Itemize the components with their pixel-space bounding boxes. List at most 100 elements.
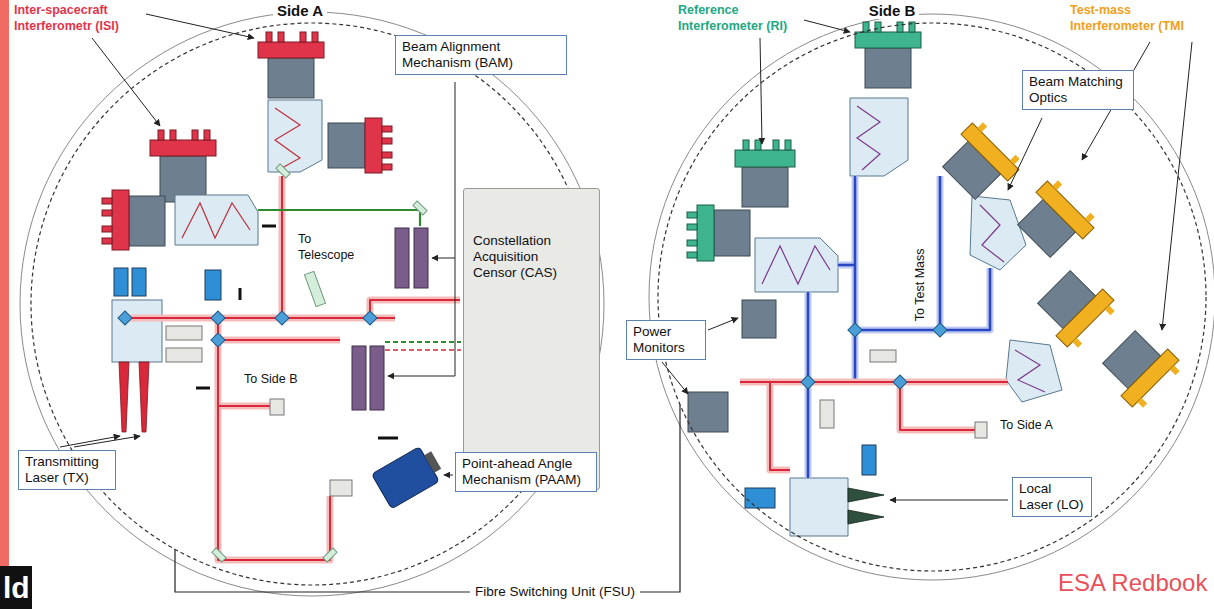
laser-beam <box>900 382 975 430</box>
laser-beam-glow <box>125 176 460 560</box>
isi-photoreceiver <box>258 42 324 58</box>
beam-alignment-mechanism <box>352 346 366 410</box>
internal-beam <box>275 108 300 168</box>
fibre-connector <box>848 488 884 524</box>
beam-destination: To Side B <box>244 372 298 388</box>
region-heading: Side B <box>865 2 920 19</box>
beam-alignment-mechanism <box>352 228 428 410</box>
photoreceiver-block <box>129 196 165 246</box>
optical-bench <box>755 98 1062 536</box>
laser-source <box>132 268 146 296</box>
paam-actuator <box>372 443 447 509</box>
tmi-photoreceiver <box>1052 180 1062 190</box>
mirror <box>304 271 325 306</box>
isi-photoreceiver <box>300 32 306 42</box>
acquisition-beam <box>258 210 420 226</box>
isi-photoreceiver <box>102 238 112 244</box>
photoreceiver-block <box>688 48 911 432</box>
callout-text: Point-ahead Angle Mechanism (PAAM) <box>462 456 590 488</box>
laser-beam-glow <box>218 337 340 344</box>
link-label: Fibre Switching Unit (FSU) <box>470 584 640 600</box>
local-beam <box>808 176 990 478</box>
tmi-photoreceiver <box>1036 181 1094 239</box>
leader-line <box>60 436 120 447</box>
beam-dump <box>262 225 276 228</box>
optical-bench <box>790 478 848 536</box>
beam-splitter <box>848 323 862 337</box>
callout-box: Power Monitors <box>626 320 706 360</box>
beam-dump <box>239 288 242 300</box>
ri-photoreceiver <box>687 252 697 258</box>
callout-box: Transmitting Laser (TX) <box>18 450 116 490</box>
beam-dump <box>196 387 210 390</box>
laser-beam <box>281 176 283 318</box>
beam-alignment-mechanism <box>370 346 384 410</box>
isi-photoreceiver <box>102 32 392 250</box>
optical-bench <box>755 238 838 292</box>
fibre-connector <box>119 362 129 432</box>
internal-beam <box>182 203 250 238</box>
leader-line <box>388 376 455 377</box>
tmi-photoreceiver <box>1170 365 1180 375</box>
isi-photoreceiver <box>192 130 198 140</box>
beam-destination: To Telescope <box>298 232 360 263</box>
beam-splitter <box>211 311 225 325</box>
laser-beam <box>218 339 340 341</box>
tmi-photoreceiver <box>977 122 987 132</box>
mirror <box>212 548 226 562</box>
optical-component <box>166 326 202 340</box>
tmi-photoreceiver <box>1121 349 1179 407</box>
beam-destination: To Side A <box>1000 418 1053 434</box>
leader-line <box>1008 118 1042 190</box>
leader-line <box>74 436 140 447</box>
callout-box: Local Laser (LO) <box>1012 477 1092 517</box>
photoreceiver-block <box>714 210 750 256</box>
fibre-connector <box>119 362 149 432</box>
mirror <box>413 201 427 215</box>
optical-component <box>820 350 987 438</box>
internal-beam <box>980 205 1004 262</box>
optical-bench <box>970 196 1026 270</box>
leader-line <box>146 14 254 38</box>
photoreceiver-block <box>688 392 728 432</box>
callout-text: Power Monitors <box>633 324 699 356</box>
callout-box: Beam Alignment Mechanism (BAM) <box>395 35 567 75</box>
callout-box: Beam Matching Optics <box>1022 70 1134 110</box>
beam-dump <box>196 226 398 438</box>
ri-photoreceiver <box>785 140 791 150</box>
ri-photoreceiver <box>687 224 697 230</box>
beam-splitter <box>801 375 815 389</box>
callout-box: Point-ahead Angle Mechanism (PAAM) <box>455 452 597 492</box>
ri-photoreceiver <box>687 22 921 261</box>
laser-beam <box>740 381 1008 383</box>
laser-beam-glow <box>770 382 790 470</box>
beam-splitter <box>363 311 377 325</box>
callout-text: Beam Matching Optics <box>1029 74 1127 106</box>
callout-text: Beam Alignment Mechanism (BAM) <box>402 39 560 71</box>
optical-component <box>975 422 987 438</box>
ri-photoreceiver <box>687 240 697 246</box>
tmi-photoreceiver <box>1031 264 1120 353</box>
beam-splitter <box>275 311 289 325</box>
internal-beam <box>857 106 880 170</box>
beam-dump <box>378 437 398 440</box>
outer-ring <box>20 12 604 596</box>
laser-beam <box>218 318 330 560</box>
ri-photoreceiver <box>897 22 903 32</box>
internal-beam <box>762 106 1045 392</box>
optical-bench <box>112 300 162 362</box>
isi-photoreceiver <box>102 198 112 204</box>
tmi-photoreceiver <box>1105 305 1115 315</box>
leader-line <box>708 318 738 330</box>
acquisition-beam <box>385 341 461 343</box>
photoreceiver-block <box>129 58 365 246</box>
laser-source <box>114 268 221 300</box>
laser-source <box>205 270 221 300</box>
ri-photoreceiver <box>743 140 749 150</box>
acquisition-beam <box>258 210 461 342</box>
tmi-photoreceiver <box>1072 338 1082 348</box>
ri-photoreceiver <box>773 140 779 150</box>
isi-photoreceiver <box>382 126 392 132</box>
section-title: Test-mass Interferometer (TMI <box>1070 3 1212 34</box>
